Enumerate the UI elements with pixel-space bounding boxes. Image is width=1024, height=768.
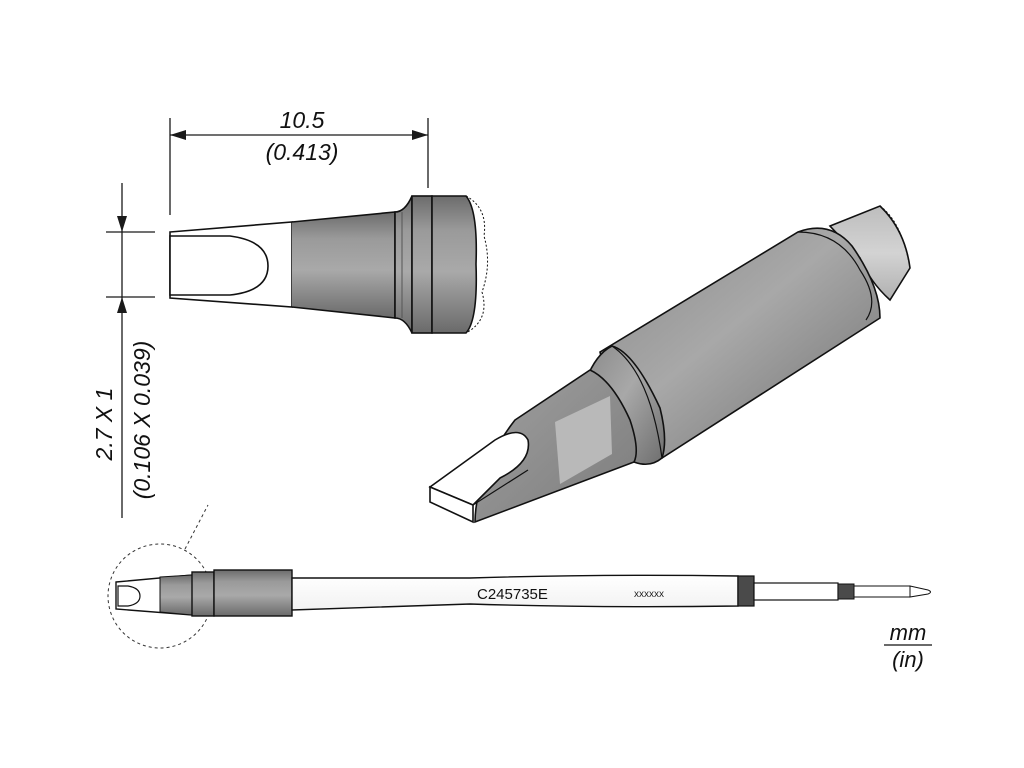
unit-secondary-label: (in) xyxy=(892,647,924,672)
length-mm-label: 10.5 xyxy=(280,107,325,133)
tip-isometric-view xyxy=(428,205,911,524)
length-dimension: 10.5 (0.413) xyxy=(169,107,429,215)
cartridge-full-view: C245735E xxxxxx xyxy=(107,504,931,649)
tip-dimension: 2.7 X 1 (0.106 X 0.039) xyxy=(91,183,155,518)
serial-label: xxxxxx xyxy=(634,589,664,600)
units-legend: mm (in) xyxy=(884,620,932,672)
tip-in-label: (0.106 X 0.039) xyxy=(129,341,155,500)
part-number-label: C245735E xyxy=(477,586,548,603)
tip-side-view xyxy=(169,195,488,334)
length-in-label: (0.413) xyxy=(266,139,339,165)
tip-mm-label: 2.7 X 1 xyxy=(91,388,117,462)
unit-primary-label: mm xyxy=(890,620,927,645)
